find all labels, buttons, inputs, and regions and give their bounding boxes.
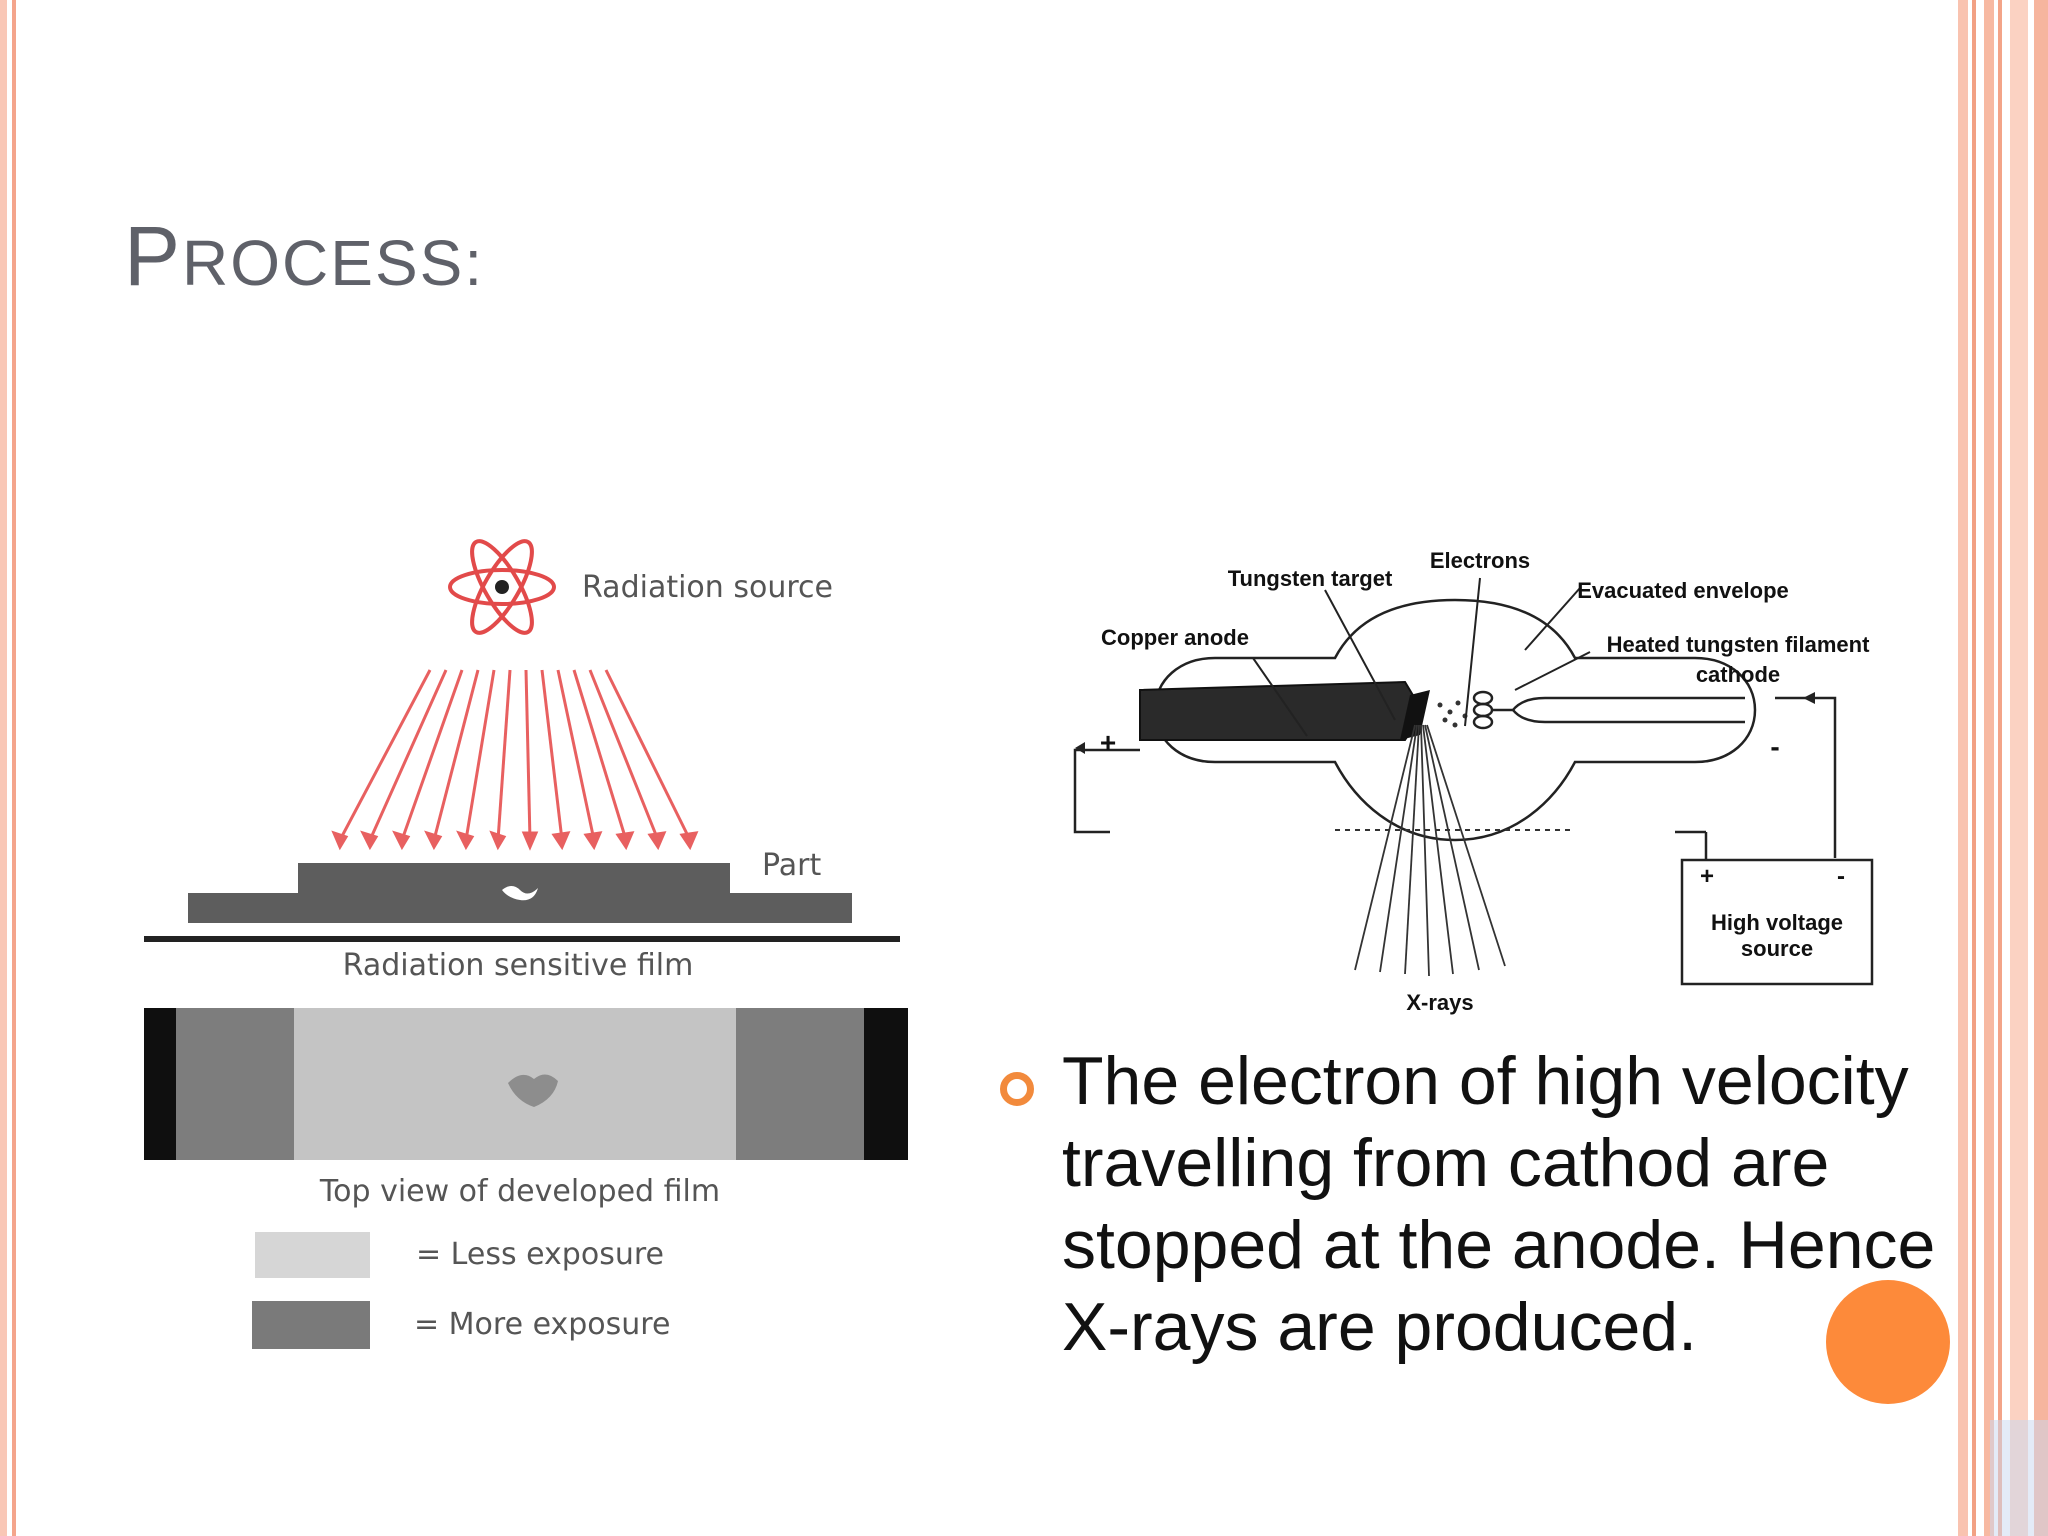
orange-circle-decoration — [1826, 1280, 1950, 1404]
title-rest: rocess: — [182, 227, 485, 299]
hollow-circle-bullet-icon — [1000, 1072, 1034, 1106]
label-xrays: X-rays — [1406, 990, 1473, 1015]
slide-title: Process: — [124, 208, 484, 305]
label-copper-anode: Copper anode — [1101, 625, 1249, 650]
label-radiation-source: Radiation source — [582, 570, 833, 605]
label-filament-line1: Heated tungsten filament — [1607, 632, 1870, 657]
part-block — [188, 863, 852, 923]
label-hv-line1: High voltage — [1711, 910, 1843, 935]
legend-swatch-less — [255, 1232, 370, 1278]
legend-less-exposure: = Less exposure — [416, 1237, 664, 1272]
copper-anode — [1139, 680, 1430, 741]
label-hv-minus: - — [1837, 863, 1845, 890]
atom-icon — [448, 539, 556, 635]
label-anode-plus: + — [1100, 727, 1116, 758]
electron-dots — [1437, 700, 1468, 728]
radiography-diagram: Radiation source Part Radiation sensitiv… — [144, 539, 908, 1349]
xray-tube-diagram: Electrons Tungsten target Evacuated enve… — [1073, 548, 1874, 1015]
label-evacuated-envelope: Evacuated envelope — [1577, 578, 1789, 603]
xray-beams — [1354, 724, 1506, 977]
circuit-wires — [1073, 696, 1874, 986]
leader-lines — [1252, 577, 1591, 737]
bullet-text: The electron of high velocity travelling… — [1062, 1043, 1936, 1365]
label-electrons: Electrons — [1430, 548, 1530, 573]
label-tungsten-target: Tungsten target — [1228, 566, 1393, 591]
label-part: Part — [762, 848, 821, 883]
arrow-cathode — [1803, 692, 1815, 704]
radiation-rays — [331, 669, 699, 851]
legend-more-exposure: = More exposure — [414, 1307, 670, 1342]
legend-swatch-more — [252, 1301, 370, 1349]
label-hv-plus: + — [1700, 863, 1714, 890]
label-developed-film: Top view of developed film — [319, 1174, 720, 1209]
tube-outline — [1153, 598, 1757, 842]
label-filament-line2: cathode — [1696, 662, 1780, 687]
label-hv-line2: source — [1741, 936, 1813, 961]
title-initial: P — [124, 209, 183, 303]
film-line — [144, 936, 900, 942]
filament-coil — [1472, 690, 1513, 730]
developed-film — [144, 1008, 908, 1160]
arrow-left — [1075, 742, 1085, 754]
label-film: Radiation sensitive film — [343, 948, 694, 983]
label-cathode-minus: - — [1770, 731, 1779, 762]
